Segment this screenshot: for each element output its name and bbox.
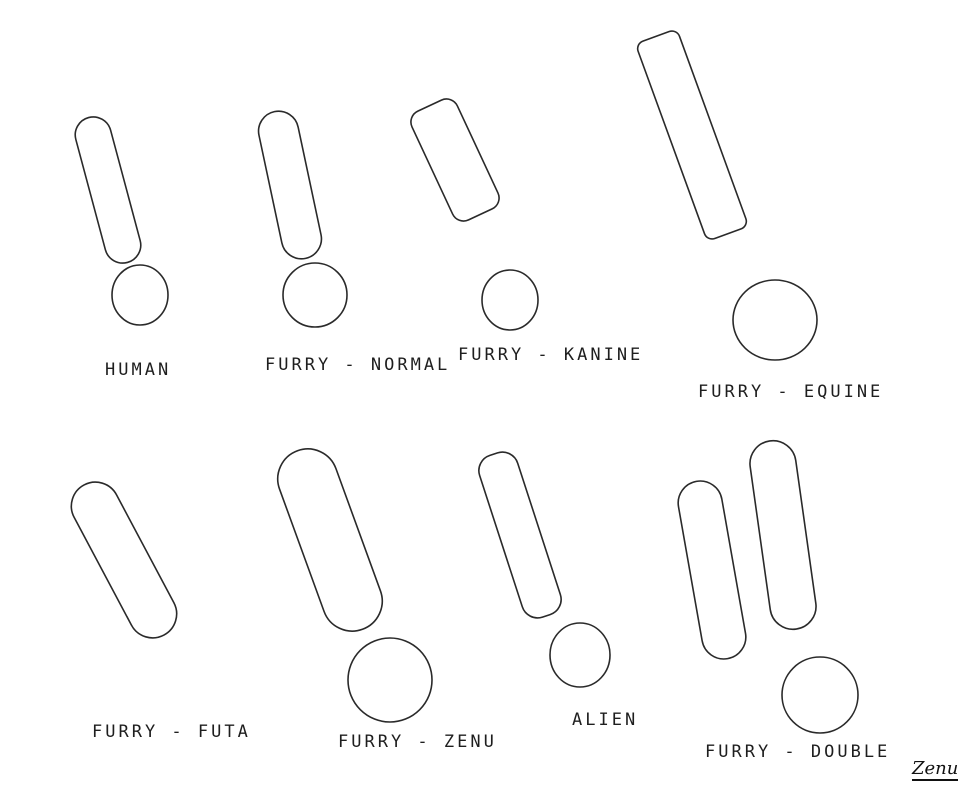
sketch-label: Furry - Zenu (338, 732, 497, 752)
artist-signature: Zenu (912, 758, 959, 781)
sketch-label: Furry - Double (705, 742, 891, 762)
sketch-figure (240, 105, 370, 335)
sketch-figure (630, 20, 830, 370)
sketch-label: Human (105, 360, 172, 380)
sketch-label: Alien (572, 710, 639, 730)
sketch-figure (670, 430, 880, 740)
sketch-figure (60, 470, 230, 700)
sketch-figure (475, 445, 635, 695)
sketch-figure (270, 440, 450, 730)
sketch-figure (400, 95, 560, 335)
sketch-label: Furry - Equine (698, 382, 884, 402)
sketch-label: Furry - Normal (265, 355, 451, 375)
sketch-label: Furry - Futa (92, 722, 251, 742)
sketch-label: Furry - Kanine (458, 345, 644, 365)
sketch-figure (60, 105, 190, 335)
